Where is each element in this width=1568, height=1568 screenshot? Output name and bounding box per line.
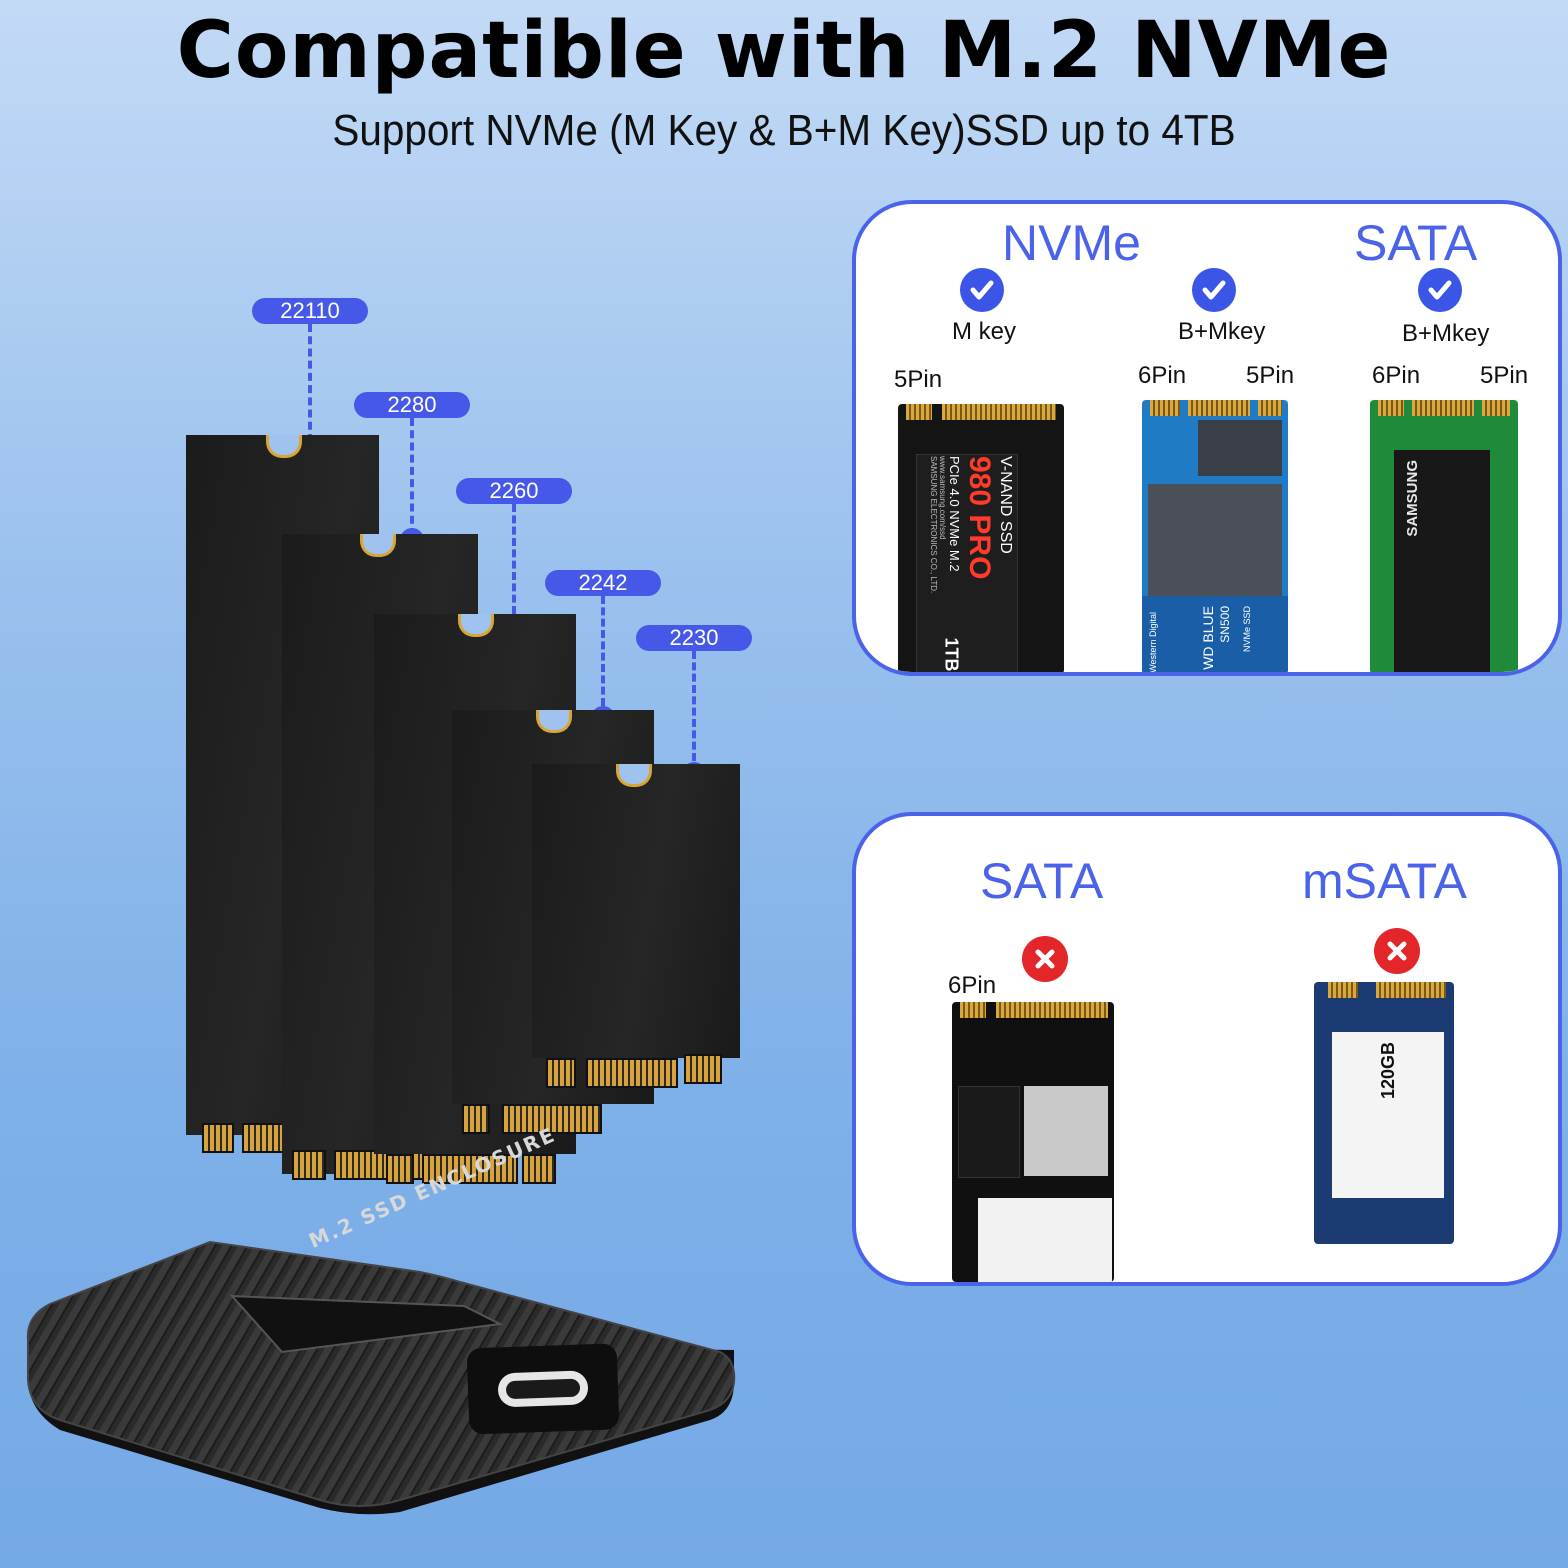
check-icon	[960, 268, 1004, 312]
pin-label: 5Pin	[1480, 362, 1529, 389]
size-tag-2260: 2260	[456, 478, 572, 504]
size-tag-2280: 2280	[354, 392, 470, 418]
ssd-msata: 120GB	[1314, 982, 1454, 1244]
card-pins	[586, 1058, 678, 1088]
size-leader-2242	[601, 596, 605, 706]
card-pins	[546, 1058, 576, 1088]
page-title: Compatible with M.2 NVMe	[176, 6, 1392, 96]
check-icon	[1418, 268, 1462, 312]
card-pins	[996, 1002, 1108, 1018]
enclosure-device	[26, 1240, 736, 1515]
unsupported-types-panel: SATA mSATA 6Pin 120GB	[852, 812, 1562, 1286]
card-pins	[422, 1154, 518, 1184]
card-pins	[386, 1154, 414, 1184]
card-text: SAMSUNG ELECTRONICS CO., LTD.	[929, 456, 938, 594]
nvme-heading: NVMe	[1002, 215, 1141, 271]
ssd-card-2230	[532, 764, 740, 1088]
ssd-samsung-sata: SAMSUNG	[1370, 400, 1518, 672]
card-notch	[616, 764, 652, 787]
cross-icon	[1022, 936, 1068, 982]
pin-label: 6Pin	[948, 972, 997, 999]
card-pins	[502, 1104, 602, 1134]
card-pins	[522, 1154, 556, 1184]
card-text: NVMe SSD	[1242, 606, 1252, 653]
card-text: 980 PRO	[963, 456, 996, 580]
key-label-bm-nvme: B+Mkey	[1178, 318, 1266, 345]
size-leader-2260	[512, 504, 516, 614]
ssd-wd-blue-sn500: Western Digital WD BLUE SN500 NVMe SSD	[1142, 400, 1288, 673]
size-tag-2242: 2242	[545, 570, 661, 596]
key-label-bm-sata: B+Mkey	[1402, 320, 1490, 347]
ssd-size-illustration: 22110 2280 2260 2242 2230	[0, 280, 800, 1540]
size-leader-22110	[308, 324, 312, 442]
card-text: SN500	[1218, 606, 1232, 643]
sata-heading: SATA	[1354, 215, 1478, 271]
card-pins	[942, 404, 1056, 420]
card-notch	[536, 710, 572, 733]
pin-label: 5Pin	[1246, 362, 1295, 389]
card-notch	[458, 614, 494, 637]
card-pins	[1150, 400, 1180, 416]
ssd-sata-bm	[952, 1002, 1114, 1282]
key-label-m: M key	[952, 318, 1017, 345]
card-pins	[1378, 400, 1404, 416]
supported-types-panel: NVMe SATA M key B+Mkey B+Mkey 5Pin 6Pin …	[852, 200, 1562, 676]
pin-label: 6Pin	[1372, 362, 1421, 389]
pin-label: 6Pin	[1138, 362, 1187, 389]
msata-heading: mSATA	[1302, 853, 1467, 909]
card-pins	[202, 1123, 234, 1153]
card-pins	[1188, 400, 1250, 416]
card-pins	[684, 1054, 722, 1084]
card-pins	[1258, 400, 1282, 416]
card-text: 120GB	[1378, 1042, 1398, 1100]
card-pins	[462, 1104, 490, 1134]
card-text: WD BLUE	[1200, 606, 1216, 670]
size-tag-22110: 22110	[252, 298, 368, 324]
pin-label: 5Pin	[894, 366, 943, 393]
ssd-samsung-980pro: V-NAND SSD 980 PRO PCIe 4.0 NVMe M.2 www…	[898, 404, 1064, 672]
card-notch	[360, 534, 396, 557]
card-pins	[1482, 400, 1510, 416]
card-text: Western Digital	[1148, 612, 1158, 673]
cross-icon	[1374, 928, 1420, 974]
size-leader-2230	[692, 651, 696, 761]
card-pins	[292, 1150, 326, 1180]
card-pins	[1328, 982, 1358, 998]
card-text: SAMSUNG	[1404, 460, 1421, 537]
card-pins	[1376, 982, 1446, 998]
card-text: 1TB	[941, 637, 962, 672]
card-pins	[960, 1002, 986, 1018]
size-tag-2230: 2230	[636, 625, 752, 651]
sata-heading: SATA	[980, 853, 1104, 909]
page-subtitle: Support NVMe (M Key & B+M Key)SSD up to …	[332, 106, 1236, 155]
card-notch	[266, 435, 302, 458]
card-pins	[1412, 400, 1474, 416]
card-pins	[906, 404, 932, 420]
check-icon	[1192, 268, 1236, 312]
size-leader-2280	[410, 418, 414, 536]
card-text: V-NAND SSD	[997, 456, 1014, 554]
